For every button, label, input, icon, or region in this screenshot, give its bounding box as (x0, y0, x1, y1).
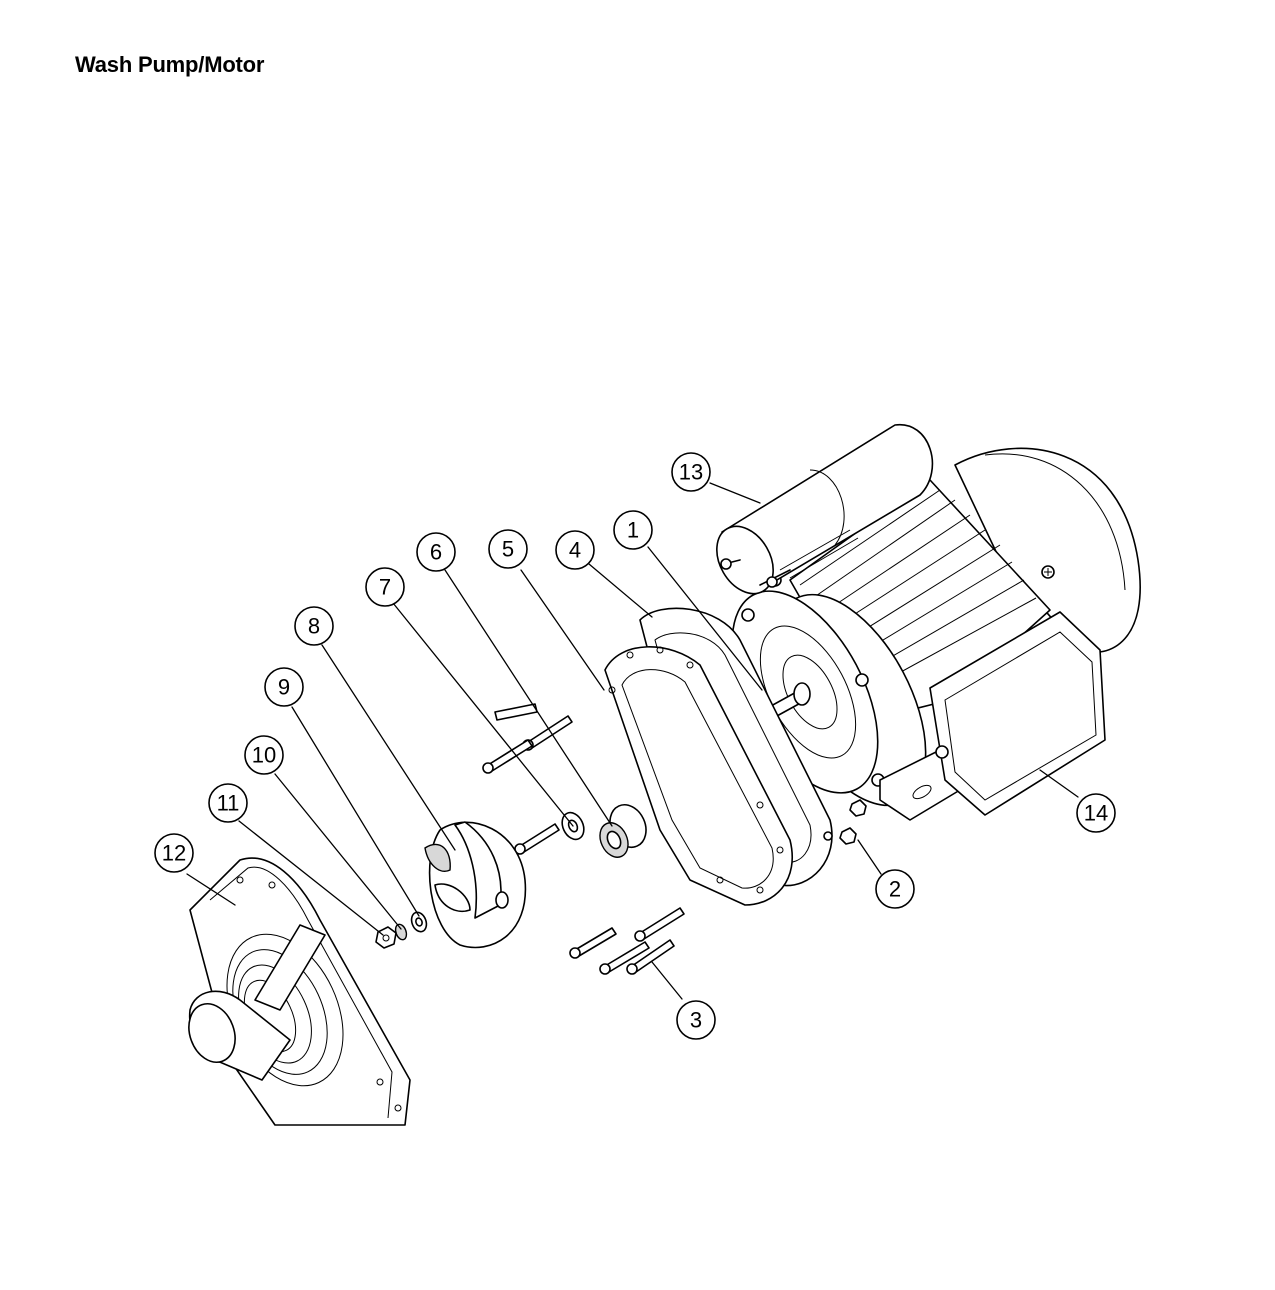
callout-6: 6 (416, 532, 456, 572)
svg-text:9: 9 (278, 675, 290, 700)
part-impeller (424, 821, 527, 949)
part-impeller-nut (375, 926, 397, 949)
callout-2: 2 (875, 869, 915, 909)
svg-text:10: 10 (252, 743, 276, 768)
callout-11: 11 (208, 783, 248, 823)
svg-text:13: 13 (679, 460, 703, 485)
svg-text:5: 5 (502, 537, 514, 562)
callout-10: 10 (244, 735, 284, 775)
callout-12: 12 (154, 833, 194, 873)
svg-text:8: 8 (308, 614, 320, 639)
callout-14: 14 (1076, 793, 1116, 833)
part-pump-housing (188, 857, 411, 1126)
callout-leaders (186, 482, 1079, 1000)
svg-text:3: 3 (690, 1008, 702, 1033)
callout-13: 13 (671, 452, 711, 492)
page-title: Wash Pump/Motor (75, 52, 265, 77)
callout-4: 4 (555, 530, 595, 570)
callout-3: 3 (676, 1000, 716, 1040)
part-gasket-plate (604, 646, 793, 906)
part-bolts-lower (569, 907, 685, 975)
svg-text:7: 7 (379, 575, 391, 600)
callout-5: 5 (488, 529, 528, 569)
part-shaft-seal (599, 804, 647, 858)
svg-text:4: 4 (569, 538, 581, 563)
svg-text:12: 12 (162, 841, 186, 866)
part-motor (731, 447, 1141, 821)
svg-text:11: 11 (217, 791, 240, 816)
svg-text:6: 6 (430, 540, 442, 565)
callout-9: 9 (264, 667, 304, 707)
callout-1: 1 (613, 510, 653, 550)
part-capacitor (716, 424, 934, 595)
svg-text:1: 1 (627, 518, 639, 543)
part-nuts (839, 799, 867, 845)
callout-8: 8 (294, 606, 334, 646)
part-impeller-washer (410, 911, 428, 933)
svg-text:14: 14 (1084, 801, 1108, 826)
callout-7: 7 (365, 567, 405, 607)
part-bolts-upper (482, 703, 573, 855)
svg-text:2: 2 (889, 877, 901, 902)
